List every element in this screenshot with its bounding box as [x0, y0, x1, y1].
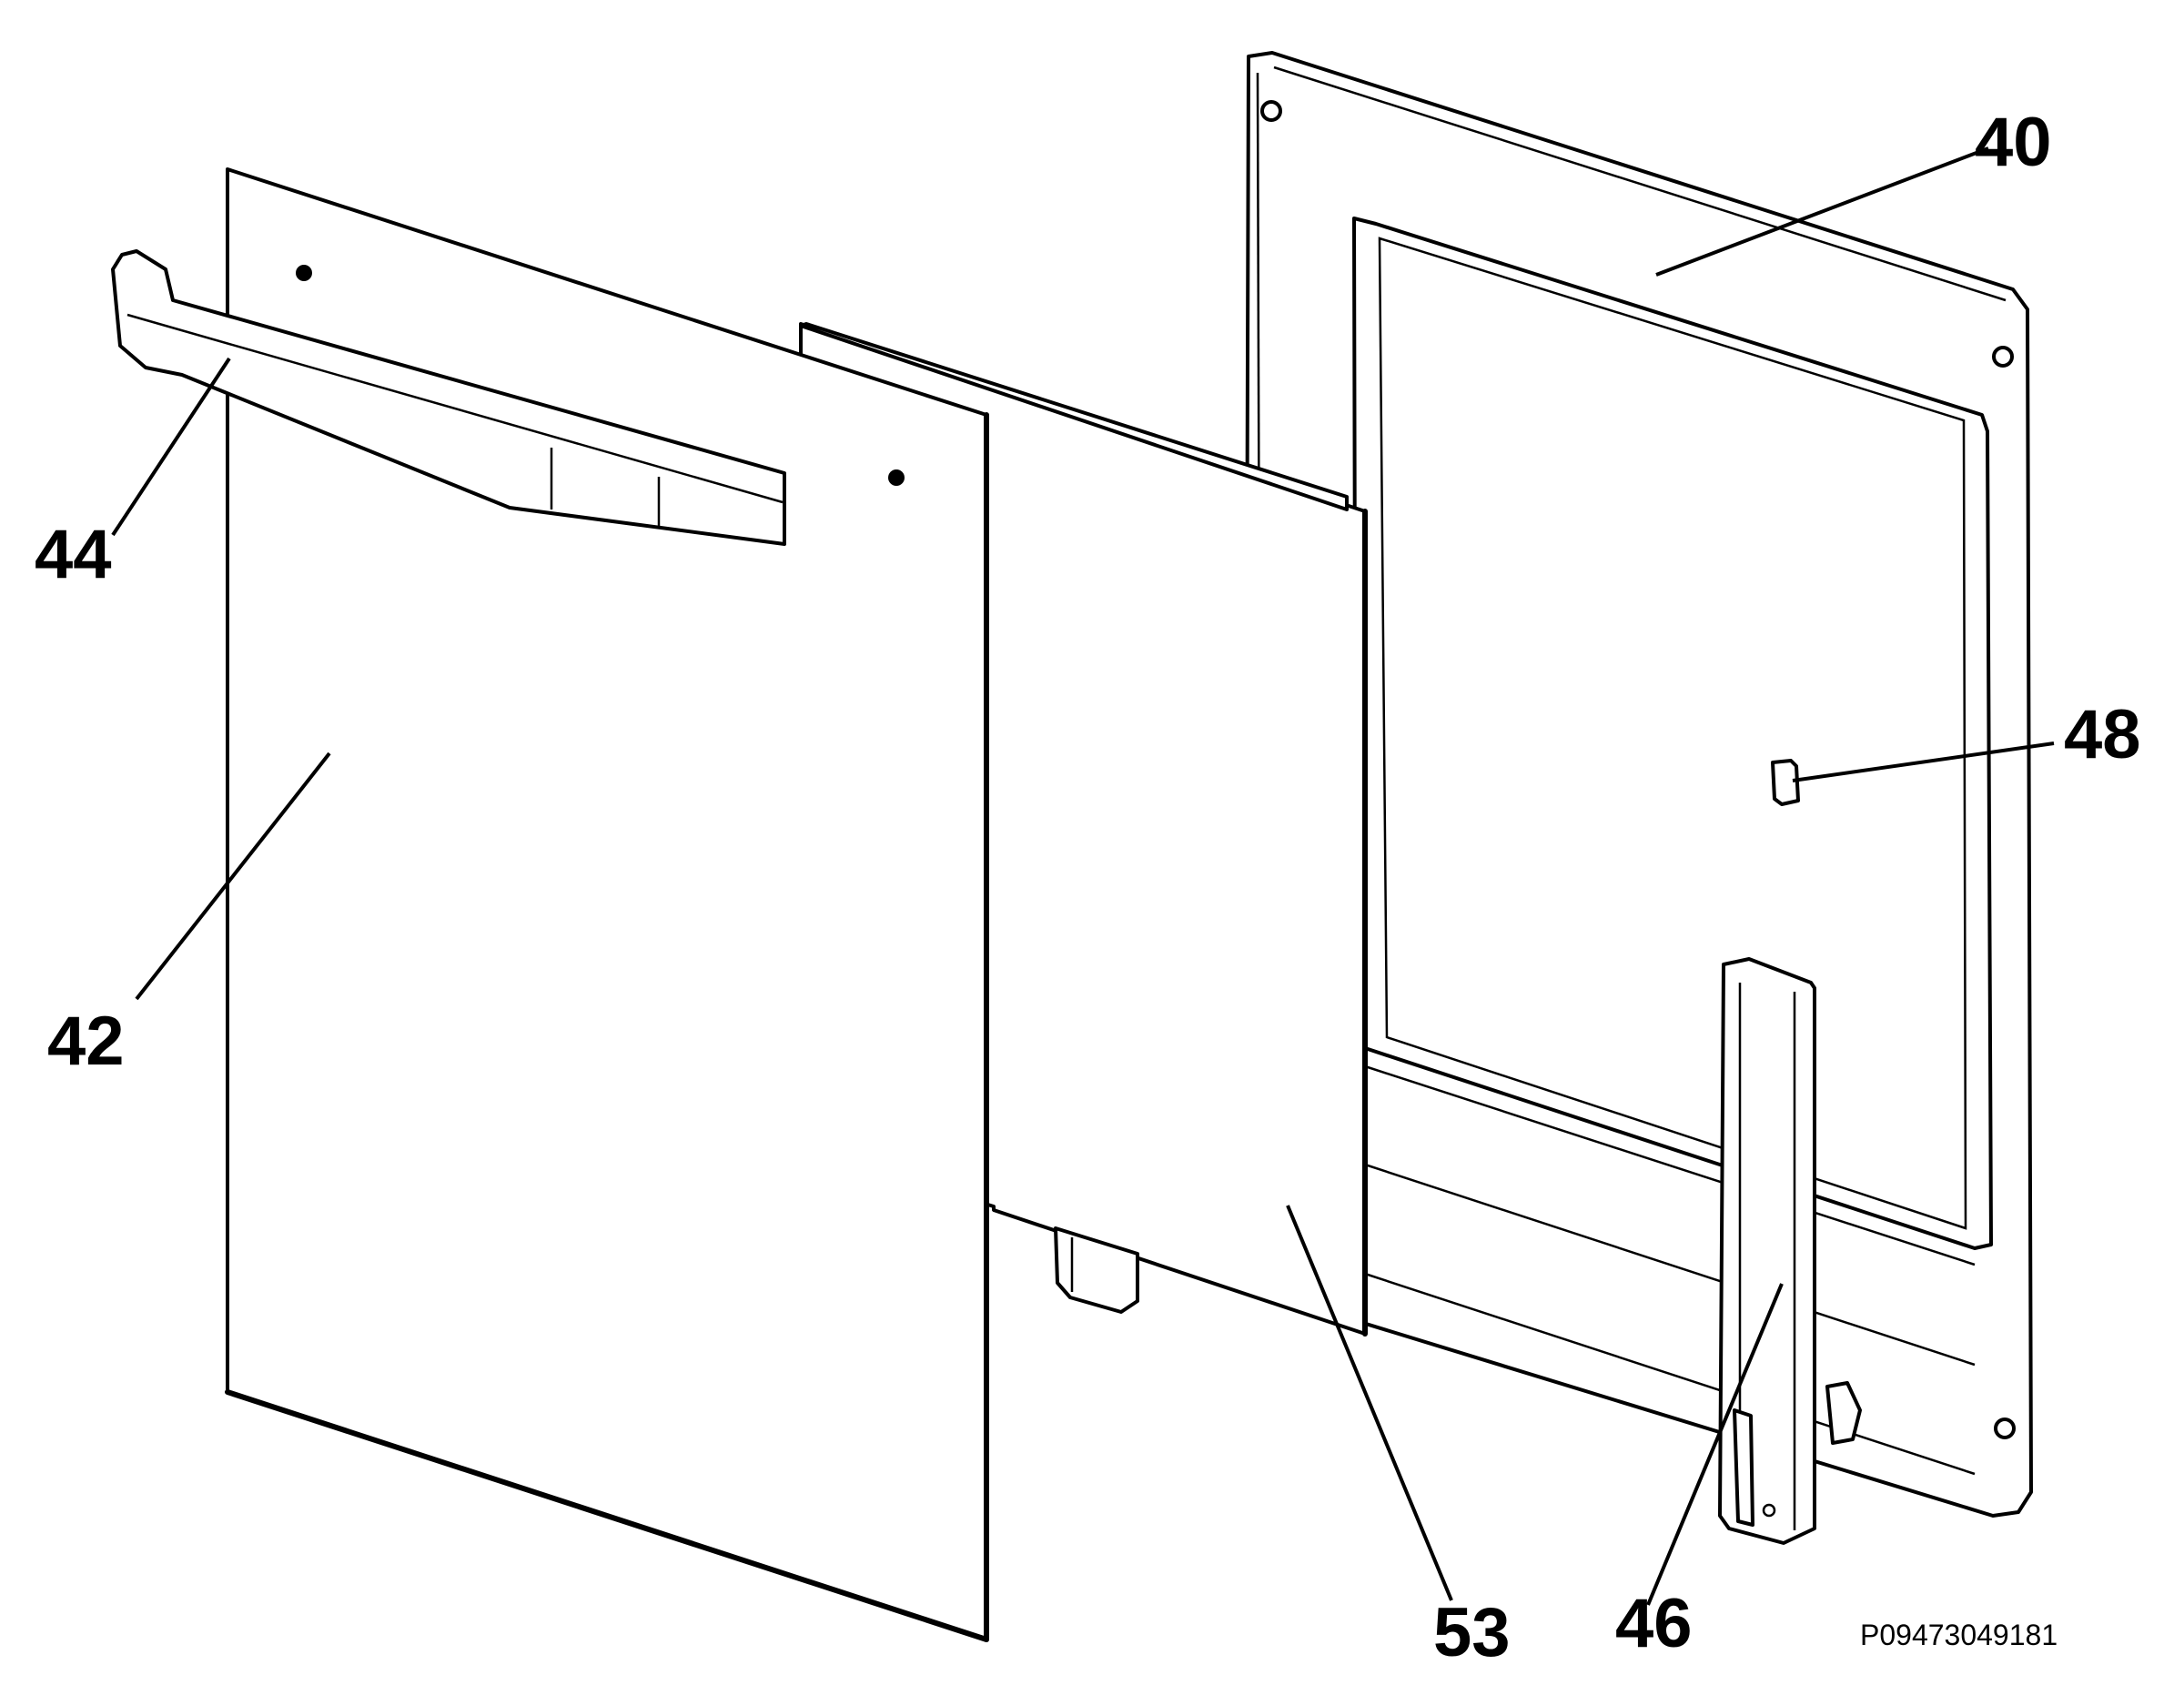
callout-42: 42 [47, 1003, 125, 1080]
leader-lines [111, 146, 2055, 1606]
callout-44: 44 [35, 516, 112, 593]
leader-40 [1655, 146, 1989, 277]
leader-53 [1286, 1205, 1453, 1601]
callout-53: 53 [1433, 1594, 1511, 1671]
clip-part [1771, 759, 1800, 806]
inner-door-frame [1243, 51, 2033, 1518]
hinge-bracket [1718, 957, 1816, 1545]
leader-46 [1646, 1283, 1784, 1606]
leader-48 [1792, 742, 2055, 782]
leader-42 [135, 752, 331, 1001]
callout-46: 46 [1615, 1585, 1693, 1662]
callout-40: 40 [1975, 104, 2052, 181]
outer-decor-panel [225, 167, 989, 1642]
leader-44 [111, 357, 231, 537]
callout-48: 48 [2064, 696, 2141, 773]
door-handle [111, 249, 786, 546]
reference-code: P09473049181 [1860, 1619, 2058, 1651]
